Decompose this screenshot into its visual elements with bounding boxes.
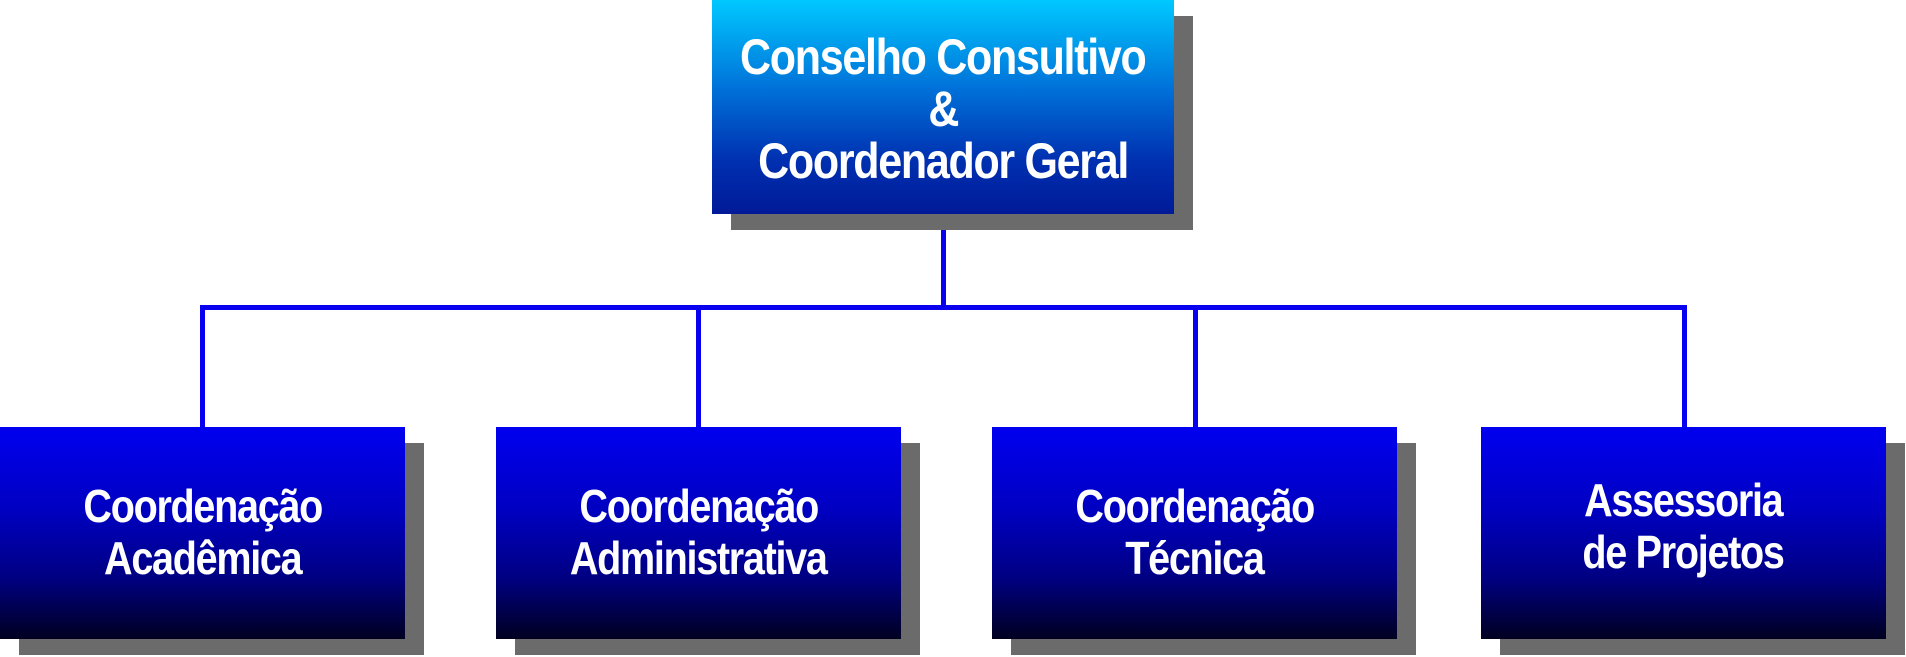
connector-horizontal bbox=[200, 305, 1687, 310]
root-node-line-2: & bbox=[928, 81, 959, 137]
child-node-1-line-2: Acadêmica bbox=[103, 532, 303, 584]
root-node: Conselho Consultivo & Coordenador Geral bbox=[712, 0, 1174, 214]
root-node-line-1: Conselho Consultivo bbox=[740, 29, 1147, 85]
connector-child-1 bbox=[200, 305, 205, 428]
child-node-3-line-1: Coordenação bbox=[1075, 480, 1315, 533]
child-node-3-line-2: Técnica bbox=[1125, 532, 1265, 584]
child-node-coordenacao-tecnica: Coordenação Técnica bbox=[992, 427, 1397, 639]
child-node-4-line-1: Assessoria bbox=[1584, 474, 1784, 527]
connector-child-3 bbox=[1193, 305, 1198, 428]
child-node-assessoria-de-projetos: Assessoria de Projetos bbox=[1481, 427, 1886, 639]
child-node-2-line-1: Coordenação bbox=[579, 480, 819, 533]
connector-child-4 bbox=[1682, 305, 1687, 428]
root-node-line-3: Coordenador Geral bbox=[758, 133, 1129, 189]
child-node-coordenacao-administrativa: Coordenação Administrativa bbox=[496, 427, 901, 639]
child-node-coordenacao-academica: Coordenação Acadêmica bbox=[0, 427, 405, 639]
connector-root-down bbox=[941, 229, 946, 308]
child-node-4-line-2: de Projetos bbox=[1582, 526, 1786, 578]
child-node-1-line-1: Coordenação bbox=[83, 480, 323, 533]
child-node-2-line-2: Administrativa bbox=[570, 532, 828, 584]
connector-child-2 bbox=[696, 305, 701, 428]
